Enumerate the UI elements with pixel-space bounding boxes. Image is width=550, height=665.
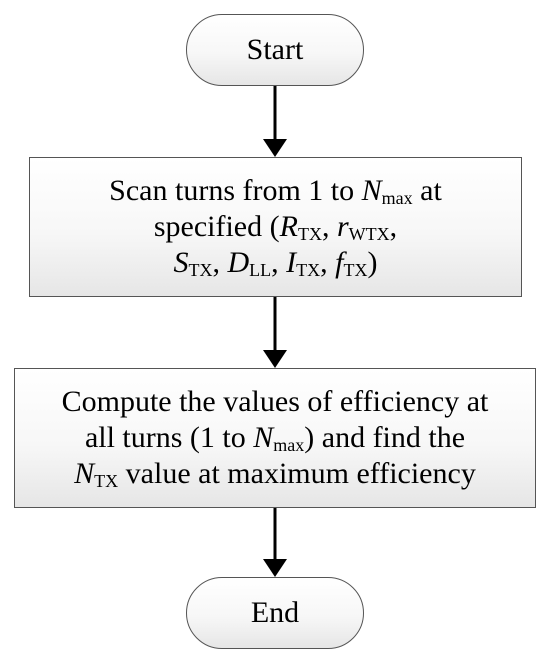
start-node: Start [186,14,364,86]
arrow-scan-to-compute [263,297,287,368]
scan-text: Scan turns from 1 to Nmax at specified (… [109,173,442,281]
scan-line-3: STX, DLL, ITX, fTX) [173,246,378,280]
compute-text: Compute the values of efficiency at all … [62,384,489,492]
scan-turns-process: Scan turns from 1 to Nmax at specified (… [29,157,522,297]
arrow-start-to-scan [263,86,287,157]
end-label: End [250,596,300,629]
end-node: End [186,577,364,649]
compute-line-1: Compute the values of efficiency at [61,385,489,418]
scan-line-1: Scan turns from 1 to Nmax at [109,174,442,208]
start-label: Start [246,33,304,66]
arrow-compute-to-end [263,508,287,577]
scan-line-2: specified (RTX, rWTX, [153,210,398,244]
compute-line-3: NTX value at maximum efficiency [74,457,476,491]
compute-line-2: all turns (1 to Nmax) and find the [84,421,466,455]
compute-efficiency-process: Compute the values of efficiency at all … [14,368,536,508]
